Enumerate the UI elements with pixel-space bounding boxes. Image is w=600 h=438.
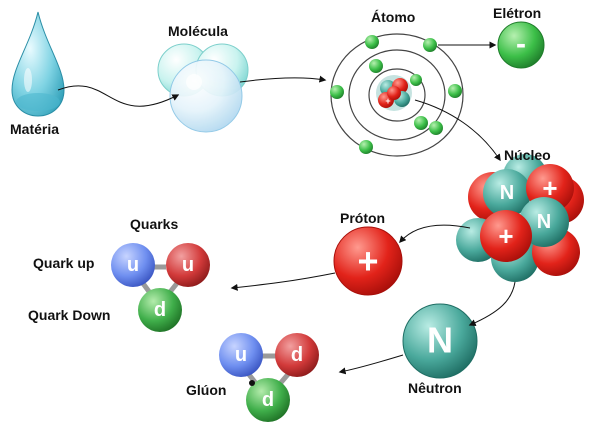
label-proton: Próton: [340, 210, 385, 226]
nucleus-proton-symbol-1: +: [542, 173, 557, 203]
nucleus-neutron-symbol-1: N: [500, 182, 514, 204]
label-quark-down: Quark Down: [28, 307, 110, 323]
neutron: N: [402, 303, 478, 379]
atom-electrons: [330, 35, 462, 154]
arrow-proton-to-quarks: [230, 272, 336, 291]
arrows: [57, 41, 516, 375]
label-molecula: Molécula: [168, 23, 228, 39]
label-eletron: Elétron: [493, 5, 541, 21]
quark-u-symbol-2: u: [182, 254, 194, 276]
molecule: [157, 43, 249, 133]
quark-u-symbol-3: u: [235, 344, 247, 366]
electron: -: [497, 21, 545, 69]
atom-proton-symbol: +: [385, 96, 390, 106]
neutron-symbol: N: [427, 320, 453, 361]
atom-nucleus: +: [376, 75, 412, 111]
electron-symbol: -: [516, 28, 526, 61]
label-atomo: Átomo: [371, 9, 415, 25]
arrow-nucleo-to-neutron: [468, 281, 516, 326]
proton: +: [333, 226, 403, 296]
label-materia: Matéria: [10, 121, 59, 137]
label-nucleo: Núcleo: [504, 147, 551, 163]
atom: +: [330, 33, 464, 157]
arrow-nucleo-to-proton: [399, 224, 471, 244]
nucleus: N + N +: [456, 154, 584, 282]
proton-quarks: u u d: [111, 243, 210, 332]
quark-d-symbol-3: d: [262, 389, 274, 411]
proton-symbol: +: [357, 241, 378, 282]
label-gluon: Glúon: [186, 382, 226, 398]
nucleus-proton-symbol-2: +: [498, 221, 513, 251]
label-neutron: Nêutron: [408, 380, 462, 396]
arrow-materia-to-molecula: [57, 85, 180, 107]
nucleus-neutron-symbol-2: N: [537, 211, 551, 233]
gluon-dot: [249, 380, 255, 386]
label-quark-up: Quark up: [33, 255, 94, 271]
neutron-quarks: u d d: [219, 333, 319, 422]
label-quarks: Quarks: [130, 216, 178, 232]
matter-drop: [11, 11, 65, 117]
quark-u-symbol-1: u: [127, 254, 139, 276]
quark-d-symbol-1: d: [154, 299, 166, 321]
quark-d-symbol-2: d: [291, 344, 303, 366]
arrow-neutron-to-quarks: [338, 354, 404, 375]
arrow-atomo-to-nucleo: [414, 99, 501, 162]
arrow-molecula-to-atomo: [239, 75, 327, 83]
